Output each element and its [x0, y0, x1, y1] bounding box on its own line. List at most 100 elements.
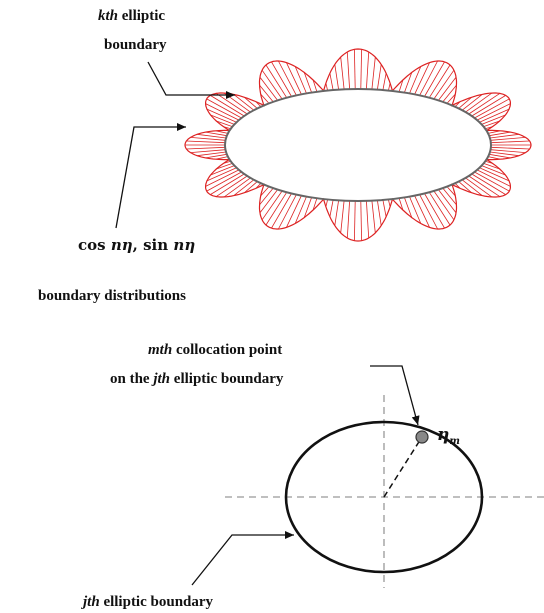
hatch-line	[433, 69, 455, 100]
hatch-line	[216, 163, 233, 170]
hatch-line	[442, 187, 457, 205]
hatch-line	[197, 133, 227, 139]
hatch-line	[471, 95, 506, 117]
hatch-line	[210, 173, 245, 195]
hatch-line	[259, 189, 278, 214]
hatch-line	[377, 200, 382, 226]
hatch-line	[294, 66, 307, 94]
hatch-line	[205, 103, 240, 121]
basis-functions-label: cos nη, sin nη	[78, 236, 195, 254]
hatch-line	[458, 181, 472, 194]
hatch-line	[490, 137, 526, 141]
hatch-line	[186, 146, 226, 150]
hatch-line	[404, 197, 413, 218]
hatch-line	[483, 163, 500, 170]
hatch-line	[476, 103, 511, 121]
hatch-line	[438, 189, 457, 214]
jth-elliptic-boundary-caption: jth elliptic boundary	[81, 594, 214, 610]
hatch-line	[206, 171, 242, 192]
hatch-line	[371, 200, 376, 233]
hatch-line	[366, 200, 370, 239]
kth-elliptic-boundary	[224, 88, 492, 202]
hatch-line	[286, 62, 302, 95]
collocation-radius	[383, 436, 423, 498]
hatch-line	[271, 61, 292, 97]
eta-m-label: ηm	[437, 425, 460, 447]
hatch-line	[334, 200, 339, 226]
hatch-line	[481, 114, 506, 125]
hatch-line	[489, 153, 511, 159]
hatch-line	[205, 169, 240, 187]
kth-pointer-arrow	[147, 61, 235, 99]
hatch-line	[340, 200, 345, 233]
hatch-line	[382, 199, 387, 217]
hatch-line	[223, 92, 251, 113]
hatch-line	[388, 83, 391, 91]
hatch-line	[404, 72, 413, 93]
hatch-line	[223, 177, 251, 198]
collocation-pointer-arrow	[370, 365, 420, 426]
hatch-line	[360, 200, 362, 241]
hatch-line	[461, 179, 483, 196]
hatch-line	[216, 120, 233, 127]
hatch-line	[438, 76, 457, 101]
hatch-line	[215, 175, 248, 197]
basis-pointer-arrow	[115, 123, 186, 229]
hatch-line	[479, 167, 510, 182]
kth-label: kth elliptic	[98, 8, 165, 24]
hatch-line	[340, 57, 345, 90]
hatch-line	[442, 85, 457, 103]
hatch-line	[446, 186, 456, 197]
hatch-line	[471, 173, 506, 195]
hatch-line	[490, 149, 526, 153]
hatch-line	[468, 175, 501, 197]
hatch-line	[259, 85, 274, 103]
hatch-line	[474, 98, 510, 119]
hatch-line	[458, 96, 472, 109]
hatch-line	[244, 181, 258, 194]
hatch-line	[483, 120, 500, 127]
hatch-line	[205, 153, 227, 159]
hatch-line	[388, 199, 391, 207]
hatch-line	[428, 64, 451, 98]
hatch-line	[382, 73, 387, 91]
hatch-line	[424, 193, 445, 229]
hatch-line	[197, 151, 227, 157]
hatch-line	[278, 60, 297, 96]
jth-elliptic-boundary	[284, 420, 484, 574]
hatch-line	[465, 177, 493, 198]
hatch-line	[210, 95, 245, 117]
hatch-line	[206, 98, 242, 119]
hatch-line	[303, 72, 312, 93]
hatch-line	[260, 93, 270, 104]
hatch-line	[210, 165, 235, 176]
hatch-line	[419, 60, 438, 96]
collocation-point	[415, 430, 429, 444]
hatch-line	[233, 94, 255, 111]
hatch-line	[398, 198, 404, 211]
hatch-line	[489, 151, 519, 157]
hatch-line	[474, 171, 510, 192]
hatch-line	[490, 146, 530, 150]
hatch-line	[286, 195, 302, 228]
distribution-wave-curve	[184, 48, 532, 242]
hatch-line	[329, 199, 334, 217]
hatch-line	[468, 93, 501, 115]
hatch-line	[490, 140, 530, 144]
hatch-line	[461, 94, 483, 111]
hatch-line	[265, 64, 288, 98]
hatch-line	[489, 131, 511, 137]
distribution-hatch-lines	[185, 49, 531, 241]
hatch-line	[261, 190, 283, 221]
hatch-line	[206, 108, 237, 123]
boundary-distributions-caption: boundary distributions	[38, 288, 186, 304]
hatch-line	[428, 192, 451, 226]
hatch-line	[190, 137, 226, 141]
hatch-line	[334, 64, 339, 90]
hatch-line	[205, 131, 227, 137]
hatch-line	[260, 186, 270, 197]
hatch-line	[259, 187, 274, 205]
hatch-line	[312, 79, 318, 92]
hatch-line	[325, 199, 328, 207]
boundary-distribution-figure	[184, 48, 532, 242]
